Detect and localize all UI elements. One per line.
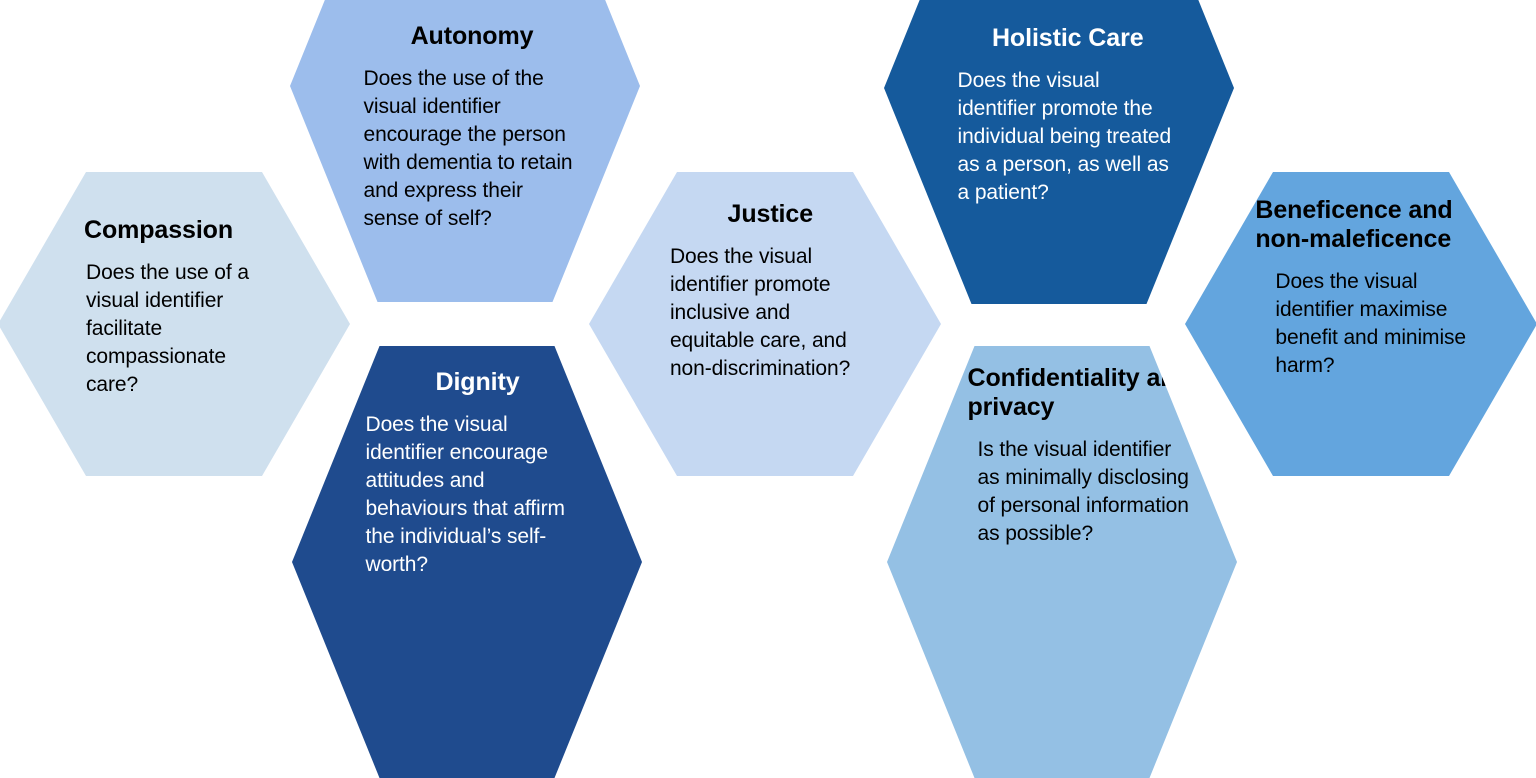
hexagon-dignity-title: Dignity bbox=[435, 368, 520, 396]
hexagon-confidentiality-and-privacy-content: Confidentiality and privacy Is the visua… bbox=[887, 364, 1237, 548]
hexagon-holistic-care[interactable]: Holistic Care Does the visual identifier… bbox=[884, 0, 1234, 304]
hexagon-compassion[interactable]: Compassion Does the use of a visual iden… bbox=[0, 172, 350, 476]
hexagon-dignity-question: Does the visual identifier encourage att… bbox=[365, 413, 565, 576]
hexagon-holistic-care-content: Holistic Care Does the visual identifier… bbox=[884, 24, 1234, 207]
hexagon-justice-content: Justice Does the visual identifier promo… bbox=[589, 200, 941, 383]
hexagon-confidentiality-and-privacy-question: Is the visual identifier as minimally di… bbox=[977, 438, 1189, 545]
hexagon-holistic-care-title: Holistic Care bbox=[991, 24, 1144, 52]
hexagon-autonomy-content: Autonomy Does the use of the visual iden… bbox=[290, 22, 640, 233]
hexagon-beneficence-and-non-maleficence-question: Does the visual identifier maximise bene… bbox=[1275, 270, 1466, 377]
hexagon-compassion-title: Compassion bbox=[84, 216, 234, 244]
hexagon-compassion-content: Compassion Does the use of a visual iden… bbox=[0, 216, 350, 399]
hexagon-beneficence-and-non-maleficence-content: Beneficence and non-maleficence Does the… bbox=[1185, 196, 1536, 380]
hexagon-dignity[interactable]: Dignity Does the visual identifier encou… bbox=[292, 346, 642, 778]
hexagon-justice-question: Does the visual identifier promote inclu… bbox=[669, 245, 851, 380]
hexagon-autonomy[interactable]: Autonomy Does the use of the visual iden… bbox=[290, 0, 640, 302]
hexagon-compassion-question: Does the use of a visual identifier faci… bbox=[86, 261, 249, 396]
hexagon-confidentiality-and-privacy[interactable]: Confidentiality and privacy Is the visua… bbox=[887, 346, 1237, 778]
hexagon-autonomy-question: Does the use of the visual identifier en… bbox=[363, 67, 573, 230]
hexagon-autonomy-title: Autonomy bbox=[410, 22, 534, 50]
hexagon-justice[interactable]: Justice Does the visual identifier promo… bbox=[589, 172, 941, 476]
hexagon-beneficence-and-non-maleficence[interactable]: Beneficence and non-maleficence Does the… bbox=[1185, 172, 1536, 476]
hexagon-justice-title: Justice bbox=[727, 200, 814, 228]
hexagon-confidentiality-and-privacy-title: Confidentiality and privacy bbox=[967, 364, 1191, 421]
hexagon-beneficence-and-non-maleficence-title: Beneficence and non-maleficence bbox=[1255, 196, 1453, 253]
hexagon-holistic-care-question: Does the visual identifier promote the i… bbox=[957, 69, 1172, 204]
hexagon-dignity-content: Dignity Does the visual identifier encou… bbox=[292, 368, 642, 579]
